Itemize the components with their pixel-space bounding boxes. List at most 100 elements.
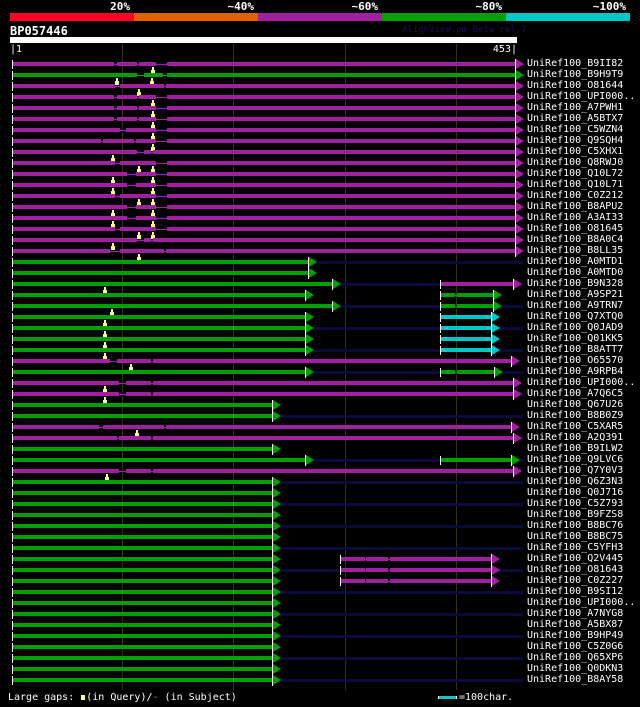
- hit-label[interactable]: UniRef100_A3AI33: [527, 212, 624, 223]
- hsp-segment: [135, 183, 156, 187]
- hit-label[interactable]: UniRef100_A9SP21: [527, 289, 624, 300]
- hit-label[interactable]: UniRef100_Q0JAD9: [527, 322, 624, 333]
- arrow-end-icon: [273, 411, 281, 421]
- hsp-start-tick: [440, 368, 441, 377]
- arrow-edge: [272, 521, 273, 532]
- hsp-start-tick: [12, 665, 13, 674]
- hit-label[interactable]: UniRef100_C5Z0G6: [527, 641, 624, 652]
- arrow-end-icon: [306, 345, 314, 355]
- hit-label[interactable]: UniRef100_B9H9T9: [527, 69, 624, 80]
- hit-label[interactable]: UniRef100_B8AY58: [527, 674, 624, 685]
- hit-label[interactable]: UniRef100_B8ATT7: [527, 344, 624, 355]
- hit-label[interactable]: UniRef100_UPI000..: [527, 91, 636, 102]
- arrow-end-icon: [333, 279, 341, 289]
- arrow-end-icon: [512, 356, 520, 366]
- hit-label[interactable]: UniRef100_C5YFH3: [527, 542, 624, 553]
- arrow-edge: [272, 400, 273, 411]
- arrow-edge: [515, 213, 516, 224]
- hit-label[interactable]: UniRef100_O81643: [527, 564, 624, 575]
- hit-label[interactable]: UniRef100_Q6Z3N3: [527, 476, 624, 487]
- hsp-segment: [12, 194, 116, 198]
- hsp-segment: [119, 249, 165, 253]
- hit-label[interactable]: UniRef100_B8BC75: [527, 531, 624, 542]
- hit-label[interactable]: UniRef100_B8A0C4: [527, 234, 624, 245]
- hit-label[interactable]: UniRef100_A7NYG8: [527, 608, 624, 619]
- hsp-segment: [12, 656, 273, 660]
- arrow-end-icon: [492, 345, 500, 355]
- hit-label[interactable]: UniRef100_A7PWH1: [527, 102, 624, 113]
- hit-label[interactable]: UniRef100_Q0J716: [527, 487, 624, 498]
- hit-label[interactable]: UniRef100_A0MTD1: [527, 256, 624, 267]
- hit-label[interactable]: UniRef100_B9FZS8: [527, 509, 624, 520]
- hit-label[interactable]: UniRef100_O81644: [527, 80, 624, 91]
- arrow-end-icon: [516, 92, 524, 102]
- hit-label[interactable]: UniRef100_O81645: [527, 223, 624, 234]
- hsp-segment: [12, 425, 99, 429]
- hit-label[interactable]: UniRef100_B8APU2: [527, 201, 624, 212]
- hit-label[interactable]: UniRef100_B8BC76: [527, 520, 624, 531]
- hit-label[interactable]: UniRef100_Q10L72: [527, 168, 624, 179]
- hit-label[interactable]: UniRef100_C5Z793: [527, 498, 624, 509]
- hit-label[interactable]: UniRef100_Q2V445: [527, 553, 624, 564]
- hit-label[interactable]: UniRef100_Q9LVC6: [527, 454, 624, 465]
- arrow-end-icon: [306, 367, 314, 377]
- hsp-start-tick: [12, 522, 13, 531]
- arrow-end-icon: [273, 653, 281, 663]
- hit-label[interactable]: UniRef100_A5BX87: [527, 619, 624, 630]
- hit-label[interactable]: UniRef100_Q10L71: [527, 179, 624, 190]
- arrow-edge: [272, 477, 273, 488]
- hit-label[interactable]: UniRef100_Q9SQH4: [527, 135, 624, 146]
- hit-label[interactable]: UniRef100_Q0DKN3: [527, 663, 624, 674]
- hsp-segment: [12, 128, 120, 132]
- arrow-end-icon: [516, 235, 524, 245]
- hit-label[interactable]: UniRef100_A9TRN7: [527, 300, 624, 311]
- hit-label[interactable]: UniRef100_C5XAR5: [527, 421, 624, 432]
- hit-label[interactable]: UniRef100_C5WZN4: [527, 124, 624, 135]
- hit-label[interactable]: UniRef100_A7Q6C5: [527, 388, 624, 399]
- hit-label[interactable]: UniRef100_A2Q391: [527, 432, 624, 443]
- hit-label[interactable]: UniRef100_B9N328: [527, 278, 624, 289]
- in-query-label: (in Query)/: [86, 692, 153, 703]
- hsp-segment: [12, 359, 110, 363]
- hit-label[interactable]: UniRef100_B9SI12: [527, 586, 624, 597]
- hsp-segment: [166, 117, 515, 121]
- hit-label[interactable]: UniRef100_C0Z227: [527, 575, 624, 586]
- hsp-start-tick: [12, 104, 13, 113]
- hsp-segment: [119, 84, 165, 88]
- hsp-segment: [12, 139, 102, 143]
- arrow-edge: [513, 279, 514, 290]
- hsp-start-tick: [12, 654, 13, 663]
- hit-label[interactable]: UniRef100_A9RPB4: [527, 366, 624, 377]
- hsp-start-tick: [12, 423, 13, 432]
- hit-label[interactable]: UniRef100_C5XHX1: [527, 146, 624, 157]
- arrow-edge: [493, 290, 494, 301]
- hsp-segment: [12, 524, 273, 528]
- hit-label[interactable]: UniRef100_UPI000..: [527, 377, 636, 388]
- arrow-end-icon: [306, 455, 314, 465]
- hsp-segment: [166, 106, 515, 110]
- hit-label[interactable]: UniRef100_Q8RWJ0: [527, 157, 624, 168]
- hsp-segment: [12, 458, 305, 462]
- hit-label[interactable]: UniRef100_A5BTX7: [527, 113, 624, 124]
- hit-label[interactable]: UniRef100_B9II82: [527, 58, 624, 69]
- hsp-segment: [153, 150, 515, 154]
- hit-label[interactable]: UniRef100_A0MTD0: [527, 267, 624, 278]
- hit-label[interactable]: UniRef100_C0Z212: [527, 190, 624, 201]
- scale-legend: =100char.: [438, 692, 513, 703]
- hsp-segment: [12, 172, 127, 176]
- gridline: [233, 44, 234, 690]
- hit-label[interactable]: UniRef100_Q7Y0V3: [527, 465, 624, 476]
- hit-label[interactable]: UniRef100_B9HP49: [527, 630, 624, 641]
- arrow-end-icon: [273, 609, 281, 619]
- hit-label[interactable]: UniRef100_UPI000..: [527, 597, 636, 608]
- hit-label[interactable]: UniRef100_B8LL35: [527, 245, 624, 256]
- hit-label[interactable]: UniRef100_Q7XTQ0: [527, 311, 624, 322]
- hit-label[interactable]: UniRef100_Q01KK5: [527, 333, 624, 344]
- hit-label[interactable]: UniRef100_Q67U26: [527, 399, 624, 410]
- hsp-segment: [12, 414, 273, 418]
- hit-label[interactable]: UniRef100_O65570: [527, 355, 624, 366]
- hsp-segment: [12, 260, 308, 264]
- hit-label[interactable]: UniRef100_B9ILW2: [527, 443, 624, 454]
- hit-label[interactable]: UniRef100_B8B0Z9: [527, 410, 624, 421]
- hit-label[interactable]: UniRef100_Q65XP6: [527, 652, 624, 663]
